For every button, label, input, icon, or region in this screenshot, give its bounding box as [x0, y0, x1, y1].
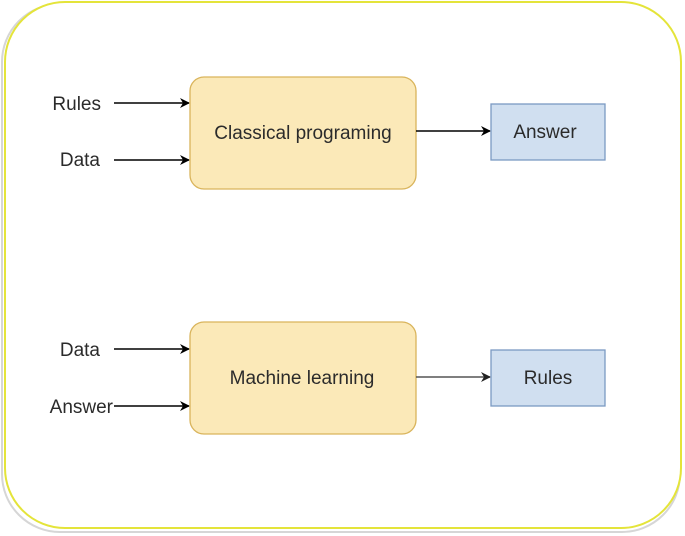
classical-programming-box: [189, 76, 417, 190]
bottom-input-data-label: Data: [60, 340, 101, 361]
machine-learning-label: Machine learning: [230, 368, 375, 389]
answer-output-label: Answer: [513, 122, 577, 143]
rules-output-label: Rules: [524, 368, 573, 389]
bottom-input-answer-label: Answer: [50, 397, 114, 418]
machine-learning-box: [189, 321, 417, 435]
answer-output-box: [490, 103, 606, 161]
top-input-data-label: Data: [60, 150, 101, 171]
top-input-rules-label: Rules: [52, 94, 101, 115]
classical-programming-label: Classical programing: [214, 123, 391, 144]
rules-output-box: [490, 349, 606, 407]
